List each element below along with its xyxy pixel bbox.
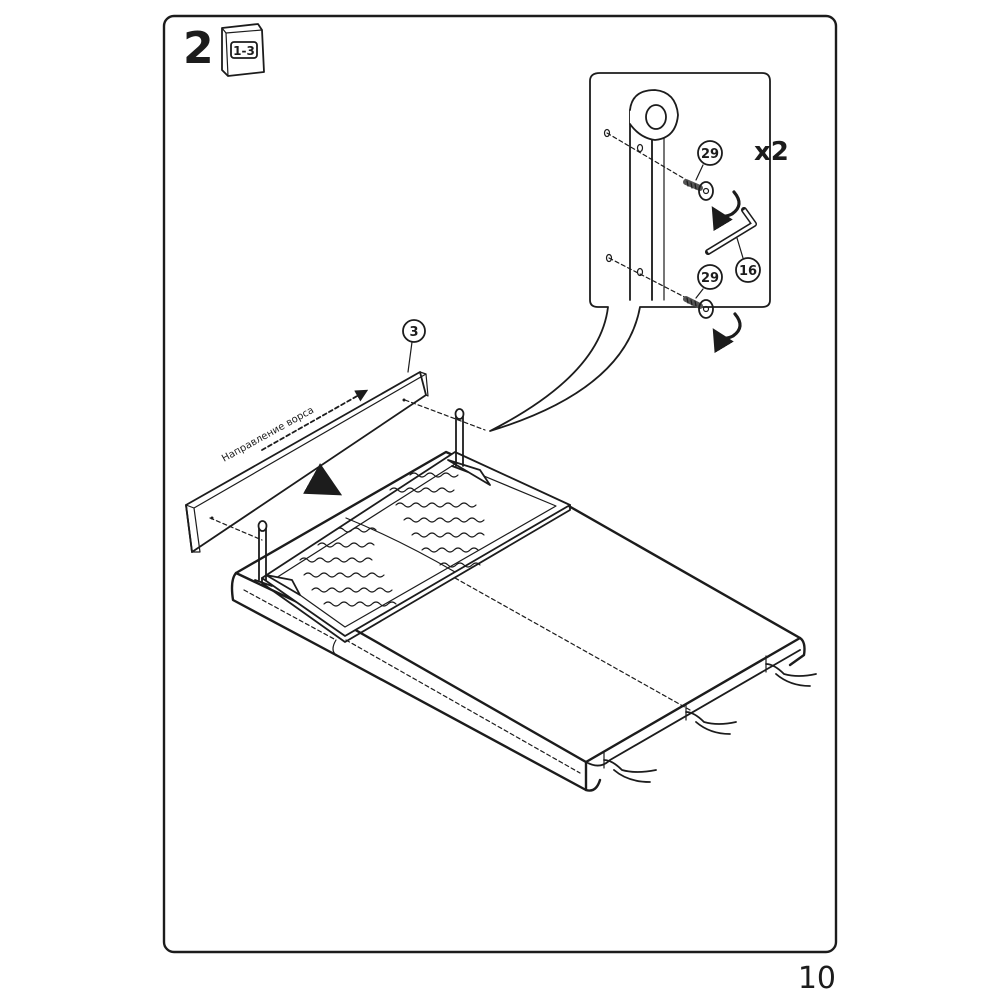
hex-key-part-label: 16 (739, 264, 757, 279)
headboard-panel (185, 371, 486, 553)
pile-direction-label: Направление ворса (220, 405, 316, 465)
bolt-part-label: 29 (701, 147, 719, 162)
headboard-part-label: 3 (409, 325, 418, 340)
reference-booklet-icon: 1-3 (221, 23, 265, 77)
rotation-arrow-icon (712, 312, 742, 354)
step-number: 2 (183, 23, 214, 74)
page-number: 10 (798, 961, 836, 996)
rotation-arrow-icon (711, 190, 741, 232)
bolt-lower (683, 296, 714, 319)
strap-back (765, 655, 817, 687)
strap-middle (685, 703, 737, 735)
bolt-part-label: 29 (701, 271, 719, 286)
detail-callout: 29 29 x2 16 (489, 72, 789, 432)
step-frame (162, 14, 838, 954)
slatted-spring-frame (261, 451, 571, 643)
headboard-leg-left (254, 520, 273, 587)
strap-front (603, 751, 657, 783)
pile-direction-arrow-icon (261, 389, 369, 451)
reference-pages-label: 1-3 (233, 44, 255, 58)
multiplier-label: x2 (754, 137, 789, 167)
headboard-leg-right (451, 408, 469, 473)
placement-arrow-icon (303, 463, 343, 496)
bolt-upper (683, 179, 714, 201)
hex-key-icon (705, 207, 757, 255)
